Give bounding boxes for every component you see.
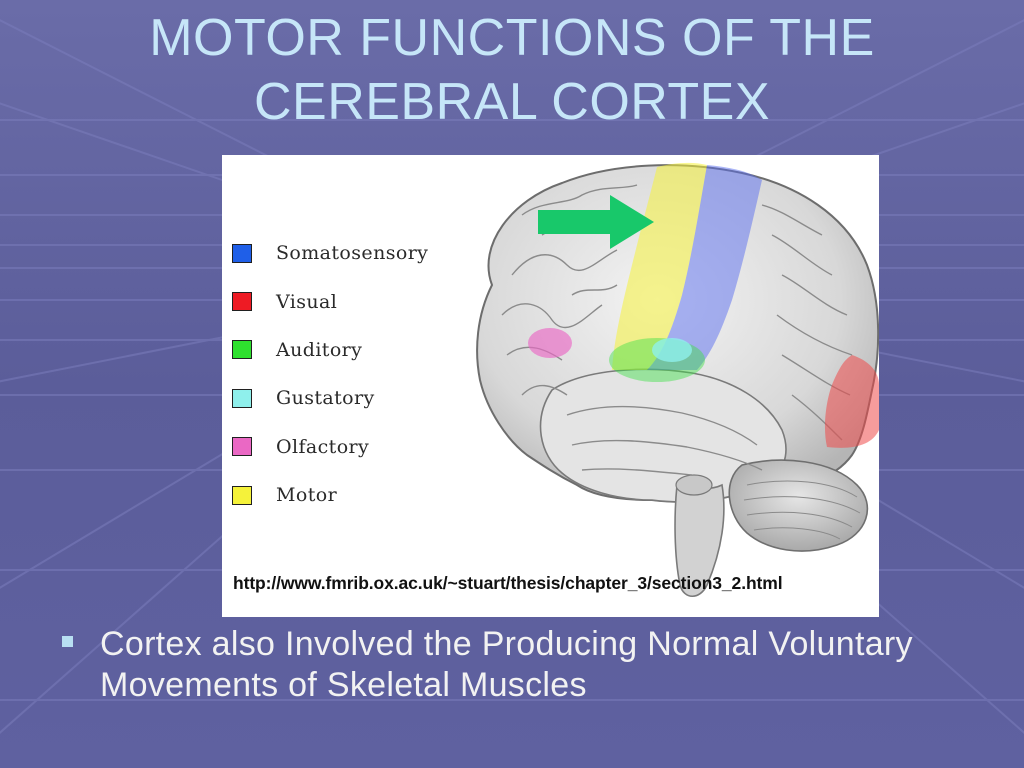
legend-label-olfactory: Olfactory bbox=[276, 435, 370, 458]
source-url: http://www.fmrib.ox.ac.uk/~stuart/thesis… bbox=[233, 573, 783, 593]
bullet-text: Cortex also Involved the Producing Norma… bbox=[100, 625, 913, 704]
motor-cortex-region bbox=[612, 162, 707, 370]
legend-item-motor: Motor bbox=[232, 471, 428, 519]
legend-label-somatosensory: Somatosensory bbox=[276, 242, 429, 265]
somatosensory-region bbox=[647, 165, 762, 370]
legend-item-visual: Visual bbox=[232, 277, 428, 325]
title-line-2: CEREBRAL CORTEX bbox=[253, 73, 771, 131]
legend: Somatosensory Visual Auditory Gustatory … bbox=[232, 229, 428, 519]
legend-swatch-auditory bbox=[232, 340, 252, 360]
legend-label-visual: Visual bbox=[276, 290, 338, 313]
slide-title: MOTOR FUNCTIONS OF THE CEREBRAL CORTEX bbox=[40, 6, 984, 134]
gustatory-region bbox=[652, 338, 692, 362]
cerebellum bbox=[728, 459, 869, 552]
brainstem bbox=[674, 483, 725, 598]
cortex-gyri bbox=[501, 184, 853, 476]
title-line-1: MOTOR FUNCTIONS OF THE bbox=[149, 9, 875, 67]
pons bbox=[675, 474, 713, 496]
visual-region bbox=[824, 355, 879, 448]
legend-swatch-visual bbox=[232, 292, 252, 312]
legend-swatch-gustatory bbox=[232, 388, 252, 408]
olfactory-region bbox=[528, 328, 572, 358]
legend-item-somatosensory: Somatosensory bbox=[232, 229, 428, 277]
legend-swatch-motor bbox=[232, 485, 252, 505]
motor-arrow-icon bbox=[538, 195, 654, 249]
legend-label-gustatory: Gustatory bbox=[276, 387, 375, 410]
legend-swatch-somatosensory bbox=[232, 243, 252, 263]
legend-item-gustatory: Gustatory bbox=[232, 374, 428, 422]
brain-figure: Somatosensory Visual Auditory Gustatory … bbox=[222, 155, 879, 617]
brain-illustration bbox=[476, 162, 879, 598]
legend-item-olfactory: Olfactory bbox=[232, 423, 428, 471]
legend-label-motor: Motor bbox=[276, 484, 338, 507]
legend-item-auditory: Auditory bbox=[232, 326, 428, 374]
cerebellum-folia bbox=[743, 480, 861, 540]
square-bullet-icon bbox=[62, 636, 73, 647]
legend-swatch-olfactory bbox=[232, 437, 252, 457]
bullet-point: Cortex also Involved the Producing Norma… bbox=[62, 624, 962, 706]
legend-label-auditory: Auditory bbox=[276, 338, 363, 361]
